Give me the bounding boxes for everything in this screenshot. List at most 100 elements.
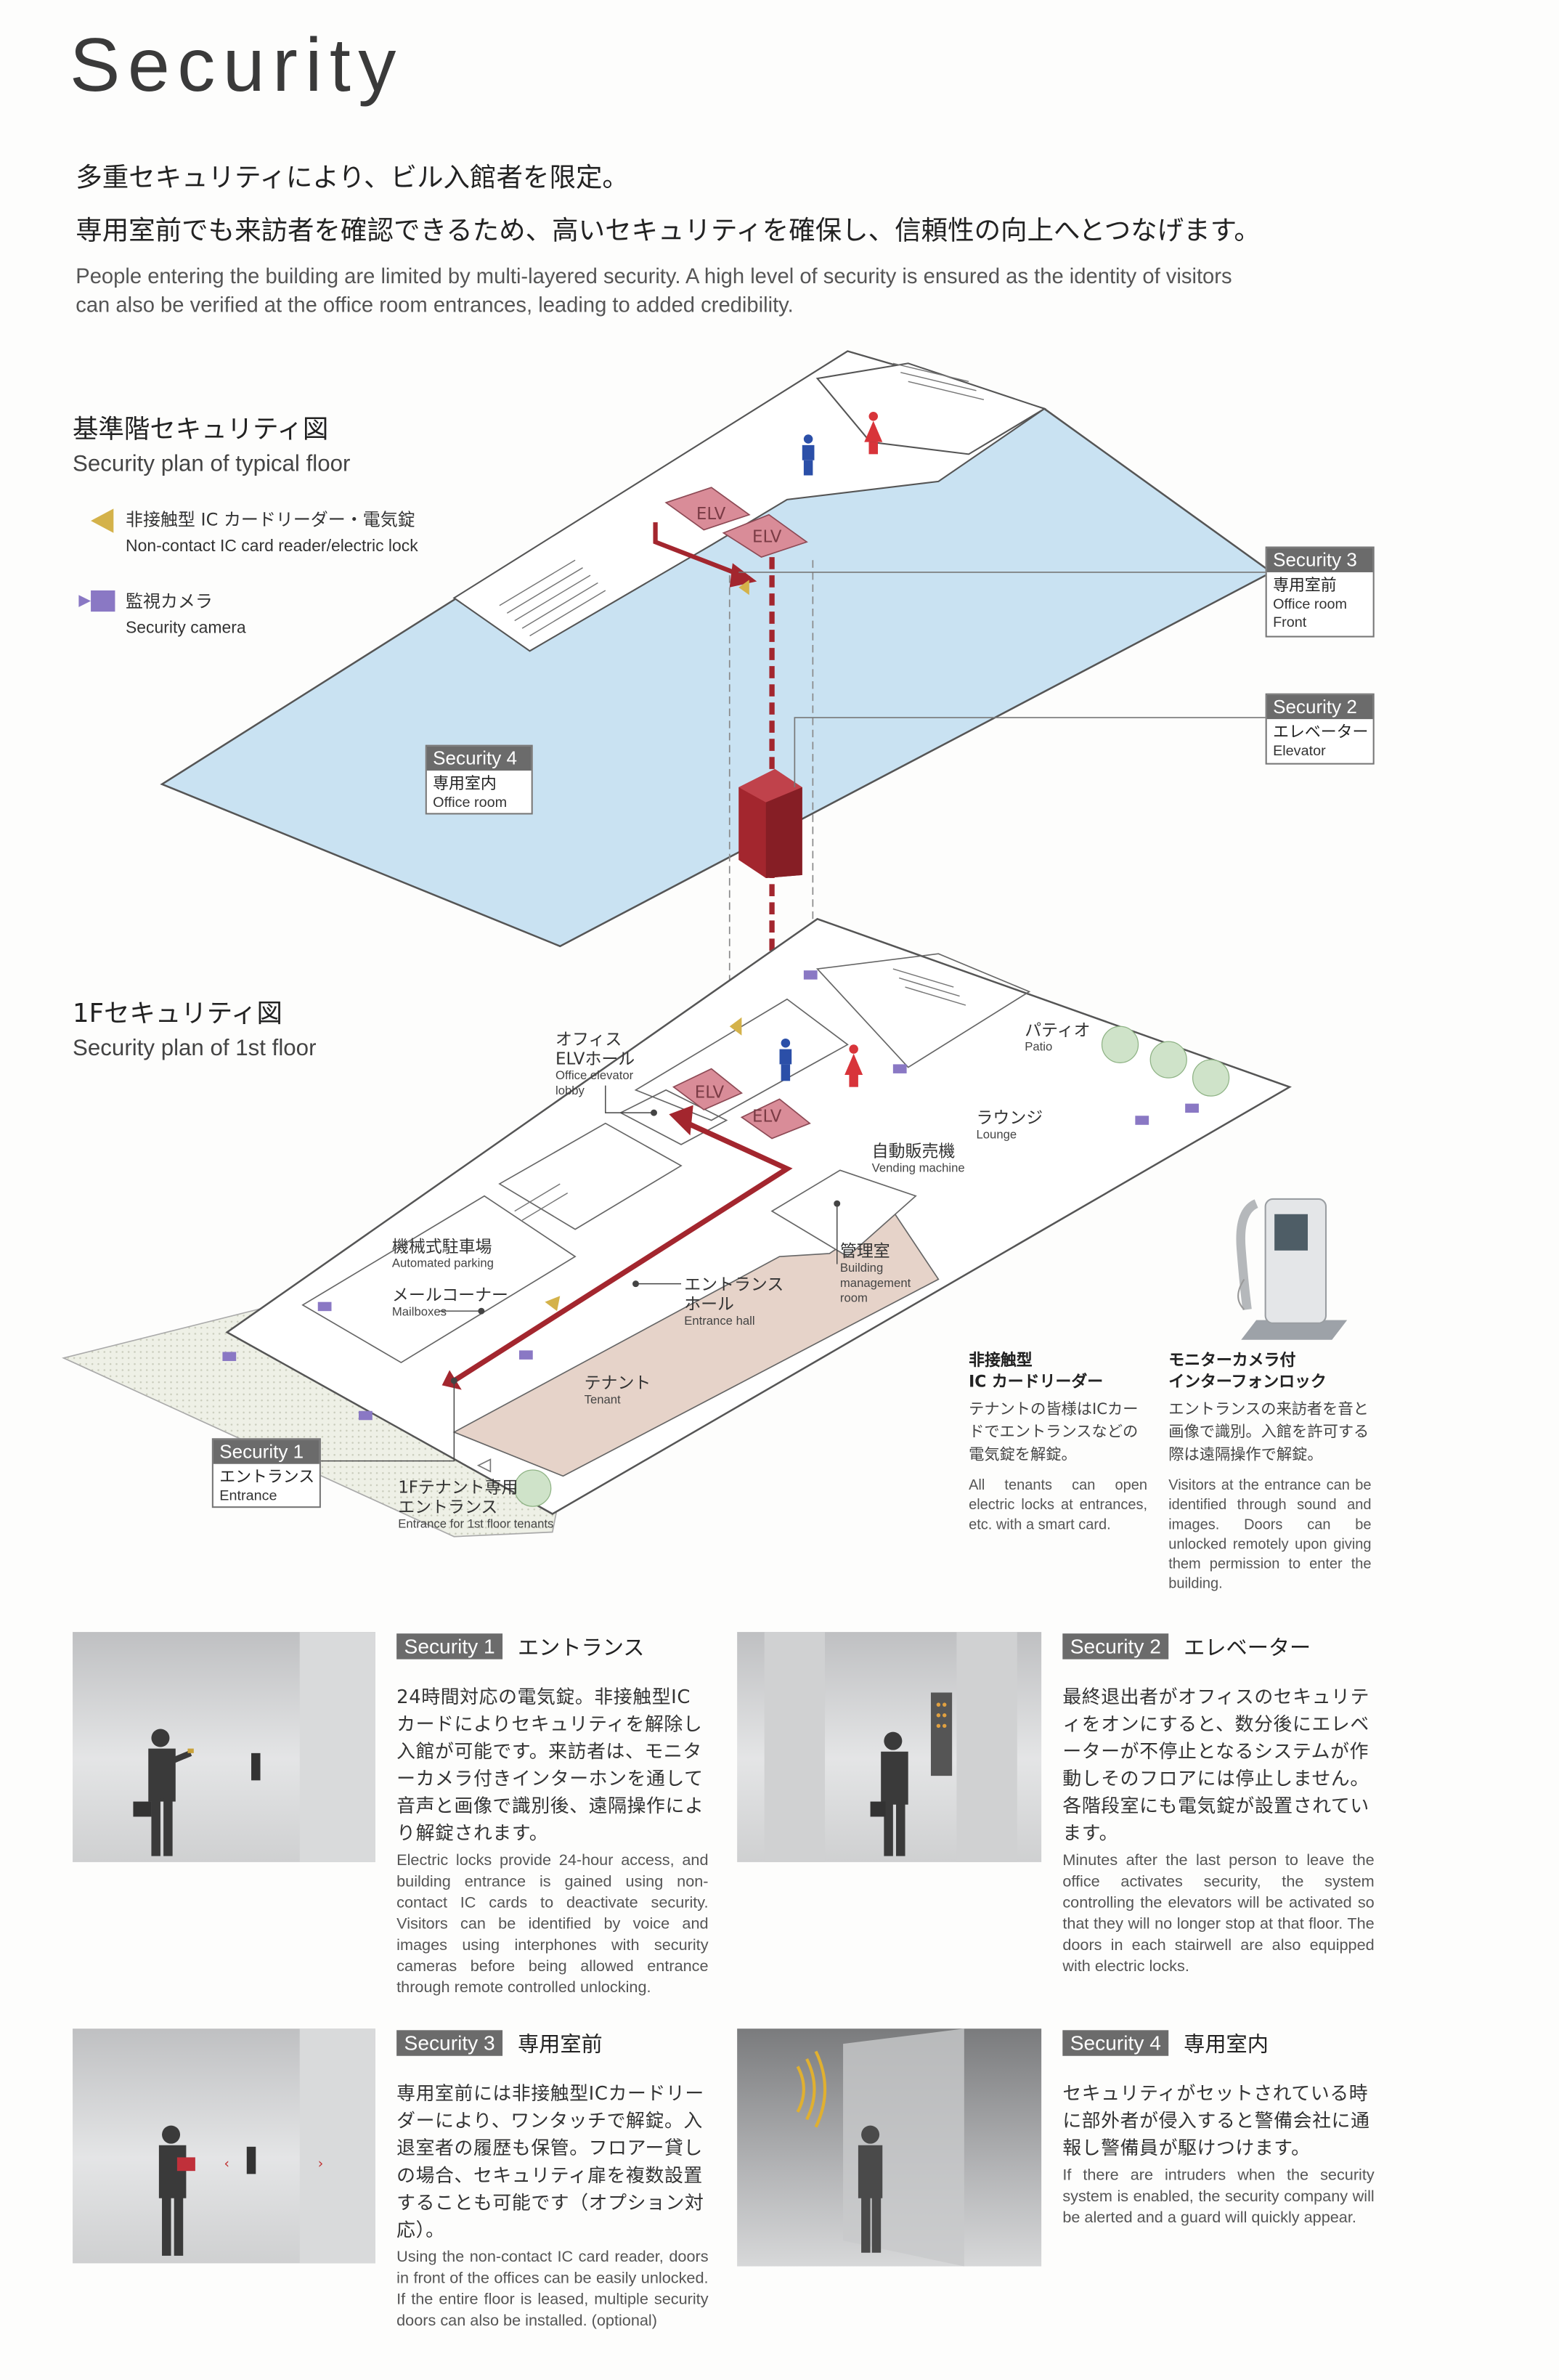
- patio-trees: [514, 1025, 1230, 1507]
- label-en: Entrance for 1st floor tenants: [398, 1516, 554, 1531]
- panel-desc-en: Using the non-contact IC card reader, do…: [396, 2249, 709, 2330]
- label-en: Lounge: [976, 1127, 1017, 1142]
- label-jp: ELVホール: [555, 1049, 635, 1069]
- device-title: IC カードリーダー: [969, 1373, 1104, 1392]
- legend-card-reader-en: Non-contact IC card reader/electric lock: [126, 537, 418, 556]
- label-en: management: [839, 1276, 911, 1290]
- label-en: Automated parking: [391, 1256, 494, 1270]
- label-elv-hall: オフィス ELVホール Office elevator lobby: [555, 1029, 635, 1099]
- route-line-typical: [653, 522, 750, 581]
- person-at-entrance-icon: [133, 1632, 375, 1862]
- vending-room: [770, 1169, 917, 1258]
- typical-floor-heading-en: Security plan of typical floor: [73, 451, 351, 477]
- device-title: インターフォンロック: [1168, 1373, 1327, 1392]
- label-tenant-entrance: 1Fテナント専用 エントランス Entrance for 1st floor t…: [398, 1477, 553, 1532]
- device-title: 非接触型: [969, 1352, 1033, 1370]
- label-jp: 管理室: [839, 1241, 890, 1262]
- lead-jp-line1: 多重セキュリティにより、ビル入館者を限定。: [76, 163, 629, 194]
- female-icon-1f: [844, 1044, 863, 1087]
- stairs-typical: [499, 362, 985, 637]
- elv-label-1f-1: ELV: [694, 1082, 725, 1102]
- label-en: Mailboxes: [391, 1304, 447, 1319]
- route-arrow-1f: [669, 1105, 693, 1136]
- label-en: Patio: [1025, 1040, 1053, 1054]
- callout-tag: Security 1: [213, 1439, 319, 1464]
- callout-security-3: Security 3 専用室前 Office room Front: [1265, 546, 1375, 638]
- label-patio: パティオ Patio: [1025, 1020, 1090, 1055]
- lead-jp-line2: 専用室前でも来訪者を確認できるため、高いセキュリティを確保し、信頼性の向上へとつ…: [76, 216, 1261, 247]
- legend-card-reader-jp: 非接触型 IC カードリーダー・電気錠: [126, 508, 415, 530]
- elv-box-typical-2: [722, 513, 808, 559]
- elv-box-typical-1: [664, 487, 751, 531]
- callout-en-1: Elevator: [1273, 743, 1326, 760]
- panel-tag: Security 1: [396, 1633, 503, 1660]
- device-desc-en: All tenants can open electric locks at e…: [969, 1477, 1148, 1534]
- panel-subtitle: エレベーター: [1184, 1636, 1311, 1660]
- page-title: Security: [69, 23, 404, 107]
- label-jp: ラウンジ: [976, 1108, 1043, 1128]
- label-en: Tenant: [584, 1392, 621, 1407]
- first-floor-heading-en: Security plan of 1st floor: [73, 1035, 317, 1062]
- route-line-1f: [452, 1118, 793, 1384]
- female-icon: [864, 411, 883, 455]
- label-jp: エントランス: [398, 1497, 498, 1517]
- panel-desc-jp: 24時間対応の電気錠。非接触型ICカードによりセキュリティを解除し入館が可能です…: [396, 1684, 704, 1843]
- person-in-elevator-icon: [764, 1632, 1017, 1862]
- elv-label-typical-2: ELV: [752, 527, 782, 547]
- elv-box-1f-1: [672, 1068, 744, 1110]
- illustration-office-front: ‹›: [73, 2028, 375, 2264]
- first-floor-plan: [62, 917, 1292, 1538]
- callout-tag: Security 2: [1266, 694, 1373, 720]
- device-title: モニターカメラ付: [1168, 1352, 1296, 1370]
- label-en: Office elevator: [555, 1068, 634, 1083]
- person-at-office-door-icon: ‹›: [158, 2028, 375, 2264]
- illustration-entrance: [73, 1632, 375, 1862]
- label-jp: 自動販売機: [871, 1141, 956, 1161]
- device-desc-jp: テナントの皆様はICカードでエントランスなどの電気錠を解錠。: [969, 1402, 1139, 1464]
- label-management-room: 管理室 Building management room: [840, 1241, 911, 1307]
- label-jp: オフィス: [555, 1029, 622, 1049]
- callout-security-4: Security 4 専用室内 Office room: [425, 744, 533, 815]
- card-reader-icon: [738, 580, 749, 596]
- first-floor-heading-jp: 1Fセキュリティ図: [73, 999, 282, 1030]
- device-card-reader: 非接触型 IC カードリーダー テナントの皆様はICカードでエントランスなどの電…: [969, 1350, 1147, 1535]
- panel-tag: Security 4: [1062, 2030, 1169, 2056]
- svg-text:‹: ‹: [224, 2156, 230, 2172]
- panel-desc-en: Electric locks provide 24-hour access, a…: [396, 1852, 709, 1997]
- leader-lines-typical: [738, 572, 1266, 787]
- callout-tag: Security 4: [426, 746, 532, 771]
- label-automated-parking: 機械式駐車場 Automated parking: [392, 1237, 494, 1272]
- callout-jp: 専用室前: [1273, 577, 1337, 596]
- label-en: lobby: [555, 1084, 585, 1098]
- callout-security-2: Security 2 エレベーター Elevator: [1265, 693, 1375, 765]
- panel-desc-en: If there are intruders when the security…: [1062, 2166, 1375, 2227]
- security-camera-icon: [78, 590, 115, 612]
- panel-tag: Security 3: [396, 2030, 503, 2056]
- panel-subtitle: エントランス: [517, 1636, 645, 1660]
- callout-en-1: Entrance: [219, 1488, 277, 1505]
- card-reader-icons-1f: [545, 1017, 742, 1312]
- label-en: room: [839, 1291, 868, 1305]
- lead-en-line2: can also be verified at the office room …: [76, 292, 794, 317]
- security-camera-icons: [222, 970, 1199, 1421]
- panel-desc-en: Minutes after the last person to leave t…: [1062, 1852, 1375, 1975]
- svg-text:›: ›: [318, 2156, 324, 2172]
- label-jp: パティオ: [1025, 1020, 1091, 1041]
- illustration-office-interior: [737, 2028, 1042, 2267]
- building-outline-1f: [225, 917, 1292, 1515]
- leader-lines-1f: [317, 1085, 841, 1462]
- male-icon: [802, 434, 815, 476]
- card-reader-triangle-icon: [91, 508, 114, 533]
- callout-jp: エレベーター: [1273, 723, 1369, 742]
- callout-jp: エントランス: [219, 1468, 315, 1487]
- callout-jp: 専用室内: [433, 775, 497, 794]
- label-tenant: テナント Tenant: [585, 1373, 651, 1408]
- label-en: Building: [839, 1261, 884, 1275]
- label-jp: テナント: [584, 1373, 651, 1393]
- device-desc-jp: エントランスの来訪者を音と画像で識別。入館を許可する際は遠隔操作で解錠。: [1168, 1402, 1369, 1464]
